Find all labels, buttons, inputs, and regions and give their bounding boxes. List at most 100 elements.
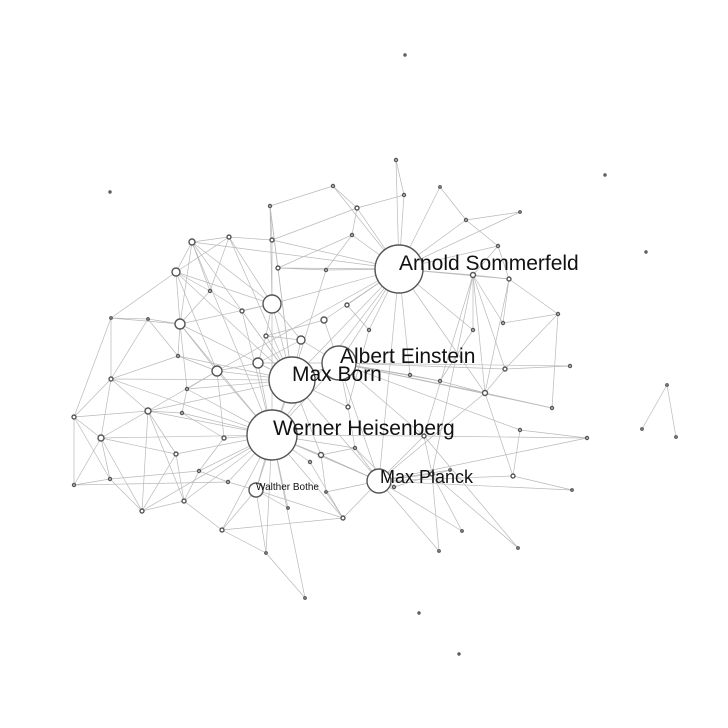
edge xyxy=(309,461,344,519)
edge xyxy=(277,267,327,271)
edge xyxy=(110,317,181,325)
edge xyxy=(378,392,486,482)
edge xyxy=(472,274,510,280)
node xyxy=(429,471,435,477)
edge xyxy=(147,318,179,357)
edge xyxy=(255,489,267,554)
edge xyxy=(431,473,440,552)
edge xyxy=(512,475,573,491)
edge xyxy=(221,529,267,554)
node xyxy=(144,407,152,415)
edge xyxy=(641,384,668,430)
label-arnold-sommerfeld: Arnold Sommerfeld xyxy=(399,252,579,275)
edge xyxy=(141,453,177,512)
node xyxy=(188,238,196,246)
edge xyxy=(73,378,112,418)
edge xyxy=(73,416,111,480)
edge xyxy=(216,268,400,372)
edge xyxy=(271,207,358,241)
node xyxy=(403,53,407,57)
node-arnold-sommerfeld xyxy=(374,244,424,294)
edge xyxy=(265,552,306,599)
edge xyxy=(347,329,370,408)
edge xyxy=(484,392,514,477)
edge xyxy=(320,454,327,493)
edge xyxy=(269,205,273,241)
edge xyxy=(73,481,229,486)
edge xyxy=(356,194,405,209)
edge xyxy=(472,245,499,276)
edge xyxy=(147,410,177,455)
edge-layer xyxy=(73,159,677,599)
node xyxy=(457,652,461,656)
edge xyxy=(269,205,279,269)
node xyxy=(366,327,372,333)
edge xyxy=(175,236,230,273)
node xyxy=(107,476,113,482)
node xyxy=(644,250,648,254)
node-albert-einstein xyxy=(321,345,357,381)
edge xyxy=(338,362,553,409)
edge xyxy=(179,290,211,325)
edge xyxy=(551,313,559,409)
node xyxy=(391,484,397,490)
edge xyxy=(346,304,370,331)
edge xyxy=(100,437,177,455)
node xyxy=(262,294,282,314)
node xyxy=(226,234,232,240)
node xyxy=(417,611,421,615)
edge xyxy=(666,384,677,438)
node xyxy=(549,405,555,411)
edge xyxy=(338,362,425,437)
edge xyxy=(484,278,510,394)
edge xyxy=(110,378,273,436)
node xyxy=(352,445,358,451)
edge xyxy=(216,362,259,372)
node xyxy=(584,435,590,441)
node xyxy=(175,353,181,359)
edge xyxy=(277,234,353,269)
edge xyxy=(73,416,102,439)
edge xyxy=(177,355,218,372)
edge xyxy=(110,378,293,381)
node xyxy=(323,267,329,273)
edge xyxy=(221,517,344,531)
node xyxy=(407,372,413,378)
edge xyxy=(347,406,356,449)
edge xyxy=(378,268,400,482)
edge xyxy=(73,478,111,486)
node xyxy=(264,551,268,555)
label-max-born: Max Born xyxy=(292,363,382,386)
edge xyxy=(179,323,218,372)
node xyxy=(344,302,350,308)
edge xyxy=(228,236,273,241)
edge xyxy=(504,313,559,370)
edge xyxy=(378,480,440,552)
edge xyxy=(265,319,325,337)
edge xyxy=(228,236,293,381)
edge xyxy=(100,437,111,480)
edge xyxy=(512,429,521,477)
edge xyxy=(439,186,467,221)
node xyxy=(438,185,442,189)
edge xyxy=(110,271,177,319)
node xyxy=(179,410,185,416)
node xyxy=(500,320,506,326)
node-max-planck xyxy=(366,468,392,494)
edge xyxy=(320,447,356,456)
edge xyxy=(338,362,521,431)
node xyxy=(71,482,77,488)
node xyxy=(146,317,150,321)
node xyxy=(469,271,477,279)
edge xyxy=(183,500,223,531)
edge xyxy=(265,335,302,341)
edge xyxy=(221,489,257,531)
edge xyxy=(191,236,230,243)
node xyxy=(173,451,179,457)
node xyxy=(317,451,325,459)
edge xyxy=(191,241,211,292)
node xyxy=(354,205,360,211)
edge xyxy=(109,470,200,480)
label-albert-einstein: Albert Einstein xyxy=(340,345,475,368)
node-max-born xyxy=(268,356,316,404)
